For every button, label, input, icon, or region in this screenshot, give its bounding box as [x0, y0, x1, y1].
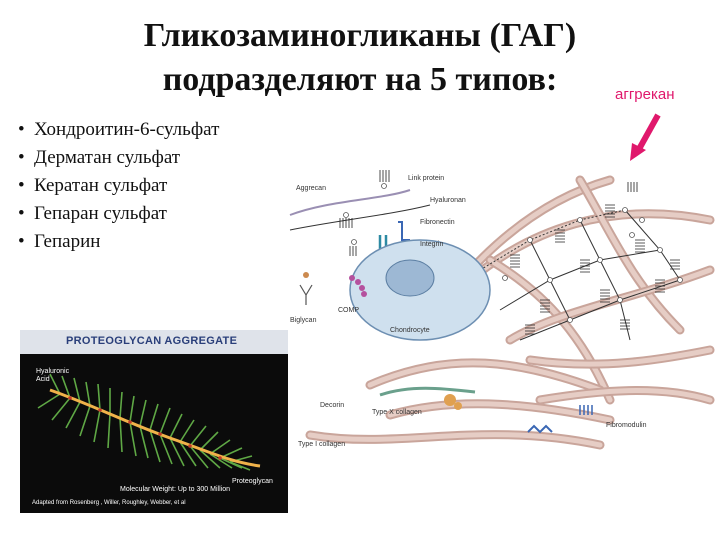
- list-item-label: Дерматан сульфат: [34, 147, 180, 168]
- hyaluronan-strand: [290, 190, 410, 215]
- label-comp: COMP: [338, 307, 359, 314]
- label-type-x-collagen: Type X collagen: [372, 409, 422, 416]
- list-item: • Дерматан сульфат: [18, 144, 219, 172]
- label-biglycan: Biglycan: [290, 317, 317, 324]
- bullet: •: [18, 228, 25, 256]
- title-line-2: подразделяют на 5 типов:: [90, 58, 630, 102]
- list-item: • Кератан сульфат: [18, 172, 219, 200]
- label-aggrecan: Aggrecan: [296, 185, 326, 192]
- label-type-i-collagen: Type I collagen: [298, 441, 345, 448]
- biglycan-shape: [300, 272, 312, 305]
- fibronectin-shape: [398, 222, 410, 240]
- type-x-collagen-shape: [380, 388, 475, 395]
- chondrocyte-nucleus: [386, 260, 434, 296]
- bullet: •: [18, 200, 25, 228]
- panel-title: PROTEOGLYCAN AGGREGATE: [66, 335, 237, 347]
- label-decorin: Decorin: [320, 402, 344, 409]
- label-fibronectin: Fibronectin: [420, 219, 455, 226]
- bullet: •: [18, 144, 25, 172]
- aggrecan-callout-label: аггрекан: [615, 86, 675, 103]
- bullet: •: [18, 116, 25, 144]
- title-line-1: Гликозаминогликаны (ГАГ): [90, 14, 630, 58]
- list-item-label: Хондроитин-6-сульфат: [34, 119, 219, 140]
- label-proteoglycan: Proteoglycan: [232, 478, 273, 485]
- label-integrin: Integrin: [420, 241, 443, 248]
- ecm-diagram: Aggrecan Link protein Hyaluronan Fibrone…: [280, 160, 716, 470]
- label-link-protein: Link protein: [408, 175, 444, 182]
- label-hyaluronan: Hyaluronan: [430, 197, 466, 204]
- panel-header: PROTEOGLYCAN AGGREGATE: [20, 330, 288, 354]
- bullet: •: [18, 172, 25, 200]
- list-item-label: Гепаран сульфат: [34, 203, 167, 224]
- label-hyaluronic-acid: Hyaluronic Acid: [36, 368, 76, 384]
- proteoglycan-aggregate-panel: PROTEOGLYCAN AGGREGATE Hyaluronic Acid P…: [20, 330, 288, 513]
- gag-types-list: •Хондроитин-6-сульфат •Дерматан сульфат …: [18, 116, 219, 256]
- list-item: • Гепаран сульфат: [18, 200, 219, 228]
- label-fibromodulin: Fibromodulin: [606, 422, 647, 429]
- label-chondrocyte: Chondrocyte: [390, 327, 430, 334]
- label-source: Adapted from Rosenberg , Willer, Roughle…: [32, 500, 186, 506]
- list-item: • Гепарин: [18, 228, 219, 256]
- list-item: • Хондроитин-6-сульфат: [18, 116, 219, 144]
- fibromodulin-shape: [528, 426, 552, 432]
- list-item-label: Кератан сульфат: [34, 175, 167, 196]
- slide-title: Гликозаминогликаны (ГАГ) подразделяют на…: [90, 14, 630, 102]
- callout-arrow-icon: [628, 113, 662, 163]
- label-molecular-weight: Molecular Weight: Up to 300 Million: [120, 486, 230, 493]
- list-item-label: Гепарин: [34, 231, 100, 252]
